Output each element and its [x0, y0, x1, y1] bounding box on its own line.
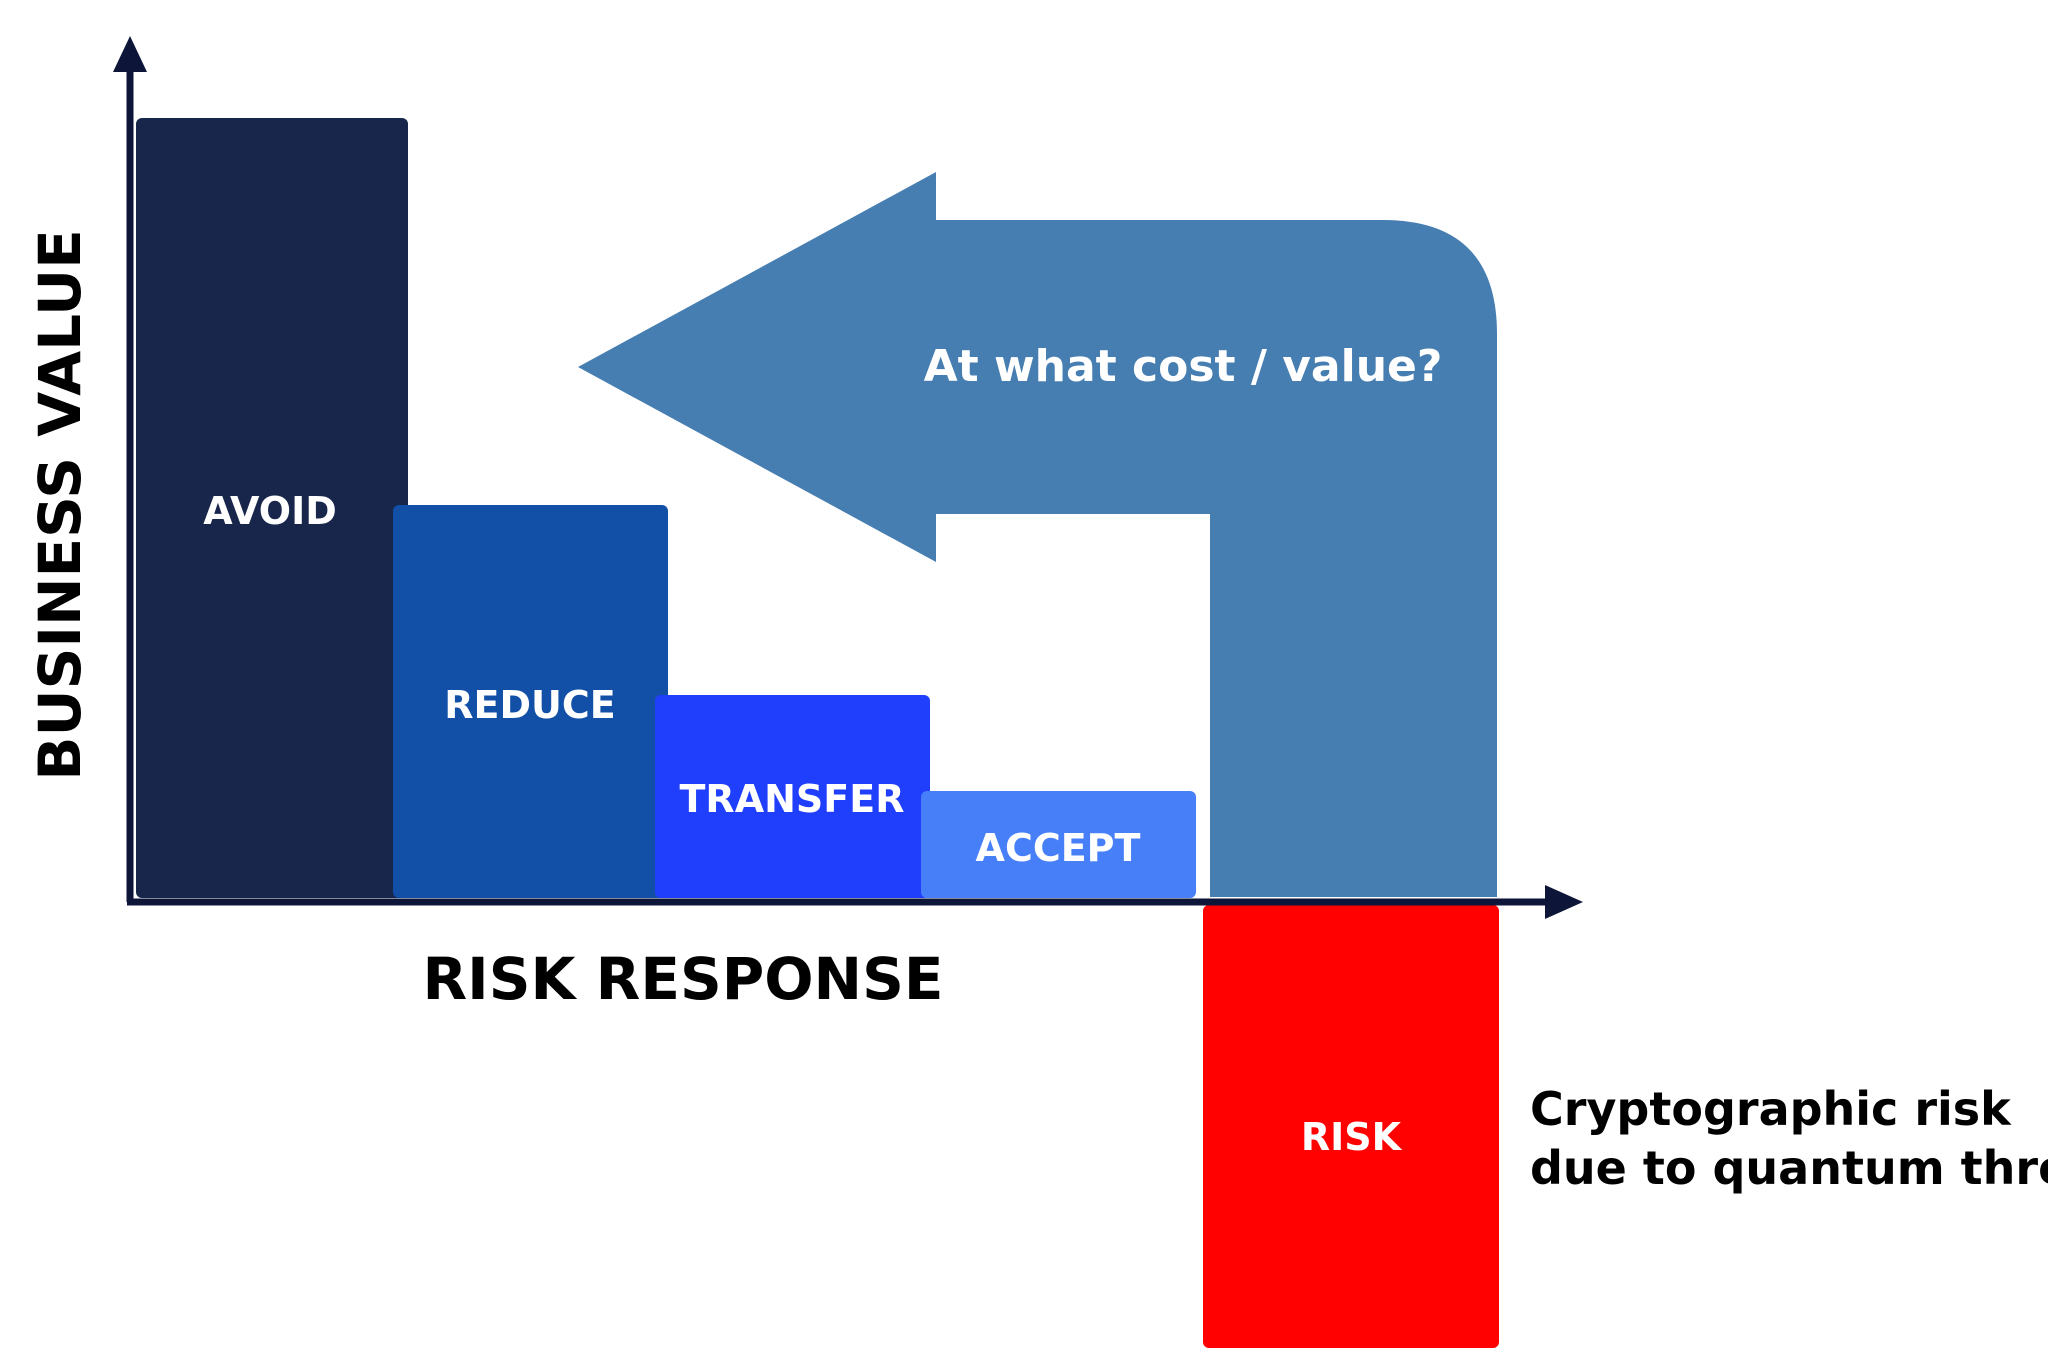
reduce-label: REDUCE — [444, 683, 615, 727]
caption-line-1: Cryptographic risk — [1530, 1082, 2012, 1136]
avoid-label: AVOID — [203, 489, 337, 533]
reduce-bar — [393, 505, 668, 898]
arrow-question: At what cost / value? — [924, 341, 1443, 392]
x-axis-title: RISK RESPONSE — [423, 945, 944, 1013]
y-axis-arrowhead — [113, 36, 147, 72]
accept-label: ACCEPT — [976, 826, 1141, 870]
transfer-label: TRANSFER — [680, 777, 905, 821]
risk-bar — [1203, 905, 1499, 1348]
avoid-bar — [136, 118, 408, 898]
x-axis-arrowhead — [1545, 885, 1583, 919]
cost-value-arrow — [578, 172, 1497, 897]
transfer-bar — [655, 695, 930, 898]
y-axis-title: BUSINESS VALUE — [26, 229, 94, 780]
axes — [113, 36, 1583, 919]
accept-bar — [921, 791, 1196, 898]
risk-label: RISK — [1301, 1115, 1403, 1159]
caption-line-2: due to quantum threat — [1530, 1141, 2048, 1195]
